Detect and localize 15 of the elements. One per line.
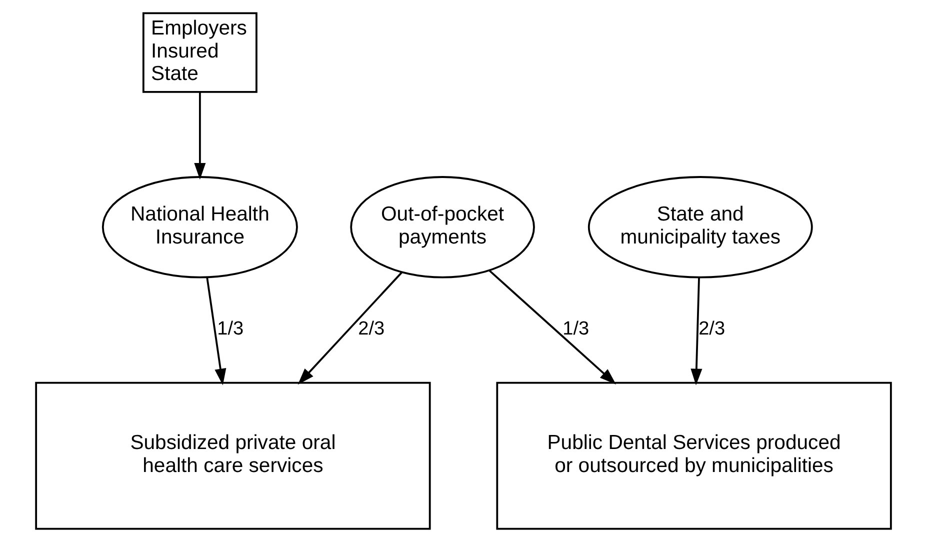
node-ellipse: State and municipality taxes bbox=[588, 176, 813, 278]
node-ellipse: Out-of-pocket payments bbox=[350, 176, 535, 278]
edge-label: 2/3 bbox=[698, 318, 726, 340]
edge-label: 1/3 bbox=[217, 318, 244, 340]
edge-label: 1/3 bbox=[562, 318, 590, 340]
node-ellipse: National Health Insurance bbox=[102, 176, 298, 278]
arrow bbox=[690, 277, 702, 386]
arrow bbox=[298, 272, 402, 385]
node-box: Employers Insured State bbox=[142, 12, 258, 93]
arrow bbox=[194, 92, 206, 180]
node-box: Subsidized private oral health care services bbox=[35, 382, 431, 530]
arrow bbox=[206, 277, 226, 386]
arrow bbox=[488, 270, 616, 384]
edge-label: 2/3 bbox=[358, 318, 385, 340]
node-box: Public Dental Services produced or outsourced by municipalities bbox=[496, 382, 892, 530]
